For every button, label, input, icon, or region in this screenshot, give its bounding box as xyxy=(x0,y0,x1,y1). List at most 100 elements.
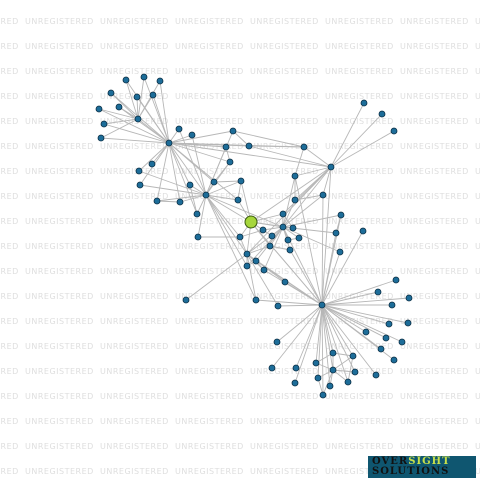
graph-node xyxy=(243,250,251,258)
watermark-text: UNREGISTERED xyxy=(325,17,394,26)
graph-edge xyxy=(137,118,170,144)
graph-node xyxy=(153,197,161,205)
graph-edge xyxy=(168,142,207,196)
watermark-text: UNREGISTERED xyxy=(250,367,319,376)
graph-edge xyxy=(282,199,296,228)
graph-node xyxy=(268,364,276,372)
graph-node xyxy=(149,91,157,99)
watermark-text: UNREGISTERED xyxy=(475,317,480,326)
logo-word-sight: SIGHT xyxy=(408,456,451,467)
graph-edge xyxy=(137,94,154,120)
graph-node xyxy=(388,301,396,309)
watermark-text: UNREGISTERED xyxy=(175,442,244,451)
graph-edge xyxy=(139,184,207,196)
watermark-text: UNREGISTERED xyxy=(475,192,480,201)
graph-node xyxy=(175,125,183,133)
watermark-text: UNREGISTERED xyxy=(475,342,480,351)
graph-node xyxy=(243,262,251,270)
watermark-text: UNREGISTERED xyxy=(400,142,469,151)
watermark-text: UNREGISTERED xyxy=(475,392,480,401)
graph-edge xyxy=(205,194,241,238)
watermark-text: UNREGISTERED xyxy=(25,167,94,176)
graph-edge xyxy=(110,92,139,120)
graph-node xyxy=(326,382,334,390)
watermark-text: UNREGISTERED xyxy=(175,417,244,426)
graph-edge xyxy=(321,166,332,306)
graph-node xyxy=(122,76,130,84)
graph-node xyxy=(188,131,196,139)
graph-node xyxy=(295,234,303,242)
graph-node xyxy=(176,198,184,206)
watermark-text: UNREGISTERED xyxy=(175,342,244,351)
watermark-text: UNREGISTERED xyxy=(325,242,394,251)
watermark-text: UNREGISTERED xyxy=(175,267,244,276)
graph-node xyxy=(300,143,308,151)
watermark-text: UNREGISTERED xyxy=(0,92,19,101)
graph-edge xyxy=(321,304,356,373)
graph-edge xyxy=(232,130,250,147)
watermark-text: UNREGISTERED xyxy=(400,442,469,451)
watermark-text: UNREGISTERED xyxy=(0,467,19,476)
watermark-text: UNREGISTERED xyxy=(475,42,480,51)
watermark-text: UNREGISTERED xyxy=(175,367,244,376)
watermark-text: UNREGISTERED xyxy=(475,217,480,226)
graph-node xyxy=(193,210,201,218)
watermark-text: UNREGISTERED xyxy=(250,467,319,476)
watermark-text: UNREGISTERED xyxy=(0,317,19,326)
graph-edge xyxy=(185,253,248,301)
graph-node xyxy=(226,158,234,166)
watermark-text: UNREGISTERED xyxy=(475,242,480,251)
graph-node xyxy=(182,296,190,304)
graph-edge xyxy=(294,175,323,306)
graph-node xyxy=(292,364,300,372)
graph-edge xyxy=(156,200,181,203)
graph-edge xyxy=(321,304,403,343)
graph-edge xyxy=(197,194,207,238)
watermark-text: UNREGISTERED xyxy=(25,217,94,226)
graph-node xyxy=(156,77,164,85)
graph-edge xyxy=(189,184,198,215)
watermark-text: UNREGISTERED xyxy=(0,417,19,426)
watermark-text: UNREGISTERED xyxy=(100,217,169,226)
graph-node xyxy=(374,288,382,296)
watermark-text: UNREGISTERED xyxy=(475,367,480,376)
watermark-text: UNREGISTERED xyxy=(100,367,169,376)
graph-edge xyxy=(321,279,397,306)
watermark-text: UNREGISTERED xyxy=(25,117,94,126)
watermark-text: UNREGISTERED xyxy=(100,442,169,451)
watermark-text: UNREGISTERED xyxy=(25,442,94,451)
watermark-text: UNREGISTERED xyxy=(325,92,394,101)
watermark-text: UNREGISTERED xyxy=(475,17,480,26)
watermark-text: UNREGISTERED xyxy=(0,442,19,451)
watermark-text: UNREGISTERED xyxy=(400,267,469,276)
watermark-text: UNREGISTERED xyxy=(250,17,319,26)
graph-node xyxy=(377,345,385,353)
graph-edge xyxy=(248,145,305,148)
watermark-text: UNREGISTERED xyxy=(400,292,469,301)
watermark-text: UNREGISTERED xyxy=(325,467,394,476)
graph-edge xyxy=(246,226,284,255)
watermark-text: UNREGISTERED xyxy=(400,192,469,201)
watermark-text: UNREGISTERED xyxy=(400,92,469,101)
watermark-text: UNREGISTERED xyxy=(25,392,94,401)
watermark-text: UNREGISTERED xyxy=(475,167,480,176)
watermark-text: UNREGISTERED xyxy=(400,17,469,26)
graph-node xyxy=(134,115,142,123)
graph-edge xyxy=(246,245,271,255)
graph-edge xyxy=(168,142,191,186)
graph-edge xyxy=(294,146,305,177)
watermark-text: UNREGISTERED xyxy=(25,242,94,251)
watermark-text: UNREGISTERED xyxy=(175,317,244,326)
graph-edge xyxy=(191,134,207,196)
watermark-text: UNREGISTERED xyxy=(250,267,319,276)
watermark-text: UNREGISTERED xyxy=(175,142,244,151)
graph-node xyxy=(234,196,242,204)
graph-node xyxy=(319,191,327,199)
watermark-text: UNREGISTERED xyxy=(325,67,394,76)
graph-node xyxy=(107,89,115,97)
watermark-text: UNREGISTERED xyxy=(250,167,319,176)
graph-node xyxy=(291,379,299,387)
watermark-text: UNREGISTERED xyxy=(25,42,94,51)
watermark-text: UNREGISTERED xyxy=(250,392,319,401)
